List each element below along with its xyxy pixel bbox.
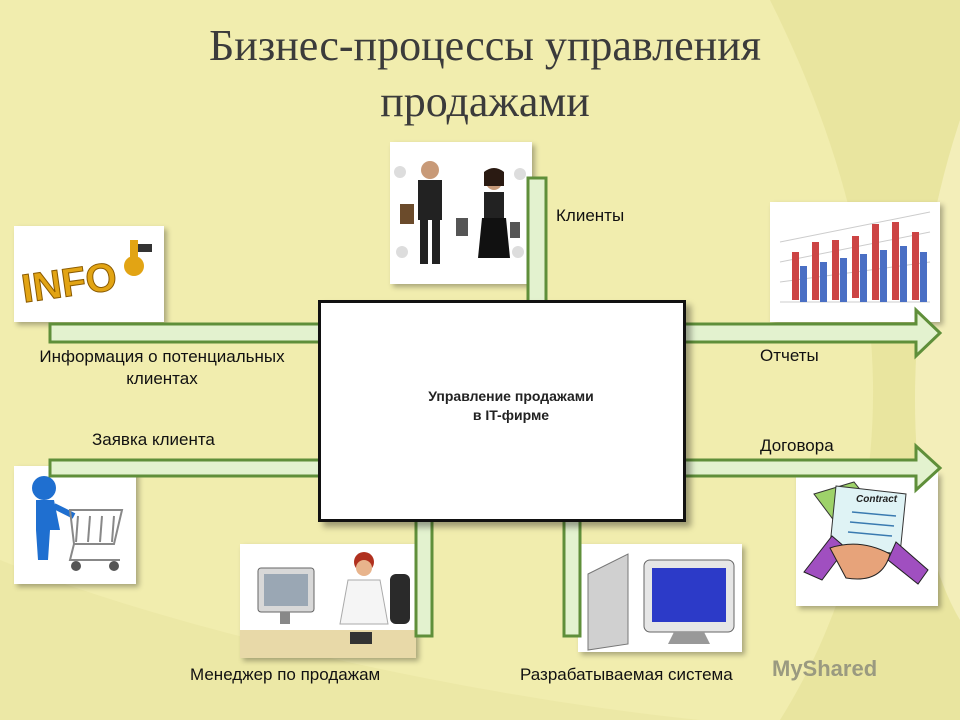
info-logo-icon: INFO bbox=[14, 226, 164, 322]
label-request: Заявка клиента bbox=[92, 430, 215, 449]
info-logo-image: INFO bbox=[14, 226, 164, 322]
central-line-2: в IT-фирме bbox=[472, 407, 550, 423]
manager-at-desk-icon bbox=[240, 544, 416, 658]
central-process-label: Управление продажами в IT-фирме bbox=[391, 387, 631, 425]
arrow-request-in bbox=[48, 442, 365, 494]
title-line-1: Бизнес-процессы управления bbox=[209, 21, 761, 70]
customer-cart-image bbox=[14, 466, 136, 584]
computer-monitor-icon bbox=[578, 544, 742, 652]
label-reports: Отчеты bbox=[760, 346, 819, 365]
business-people-image bbox=[390, 142, 532, 284]
slide-title: Бизнес-процессы управления продажами bbox=[120, 18, 850, 130]
system-computer-image bbox=[578, 544, 742, 652]
sales-manager-image bbox=[240, 544, 416, 658]
label-contracts: Договора bbox=[760, 436, 834, 455]
label-clients: Клиенты bbox=[556, 206, 625, 225]
handshake-icon: Contract bbox=[796, 472, 938, 606]
central-process-box: Управление продажами в IT-фирме bbox=[318, 300, 686, 522]
central-line-1: Управление продажами bbox=[428, 388, 594, 404]
watermark-text: MyShared bbox=[772, 656, 878, 681]
contract-stamp-text: Contract bbox=[856, 494, 898, 505]
shopping-cart-icon bbox=[14, 466, 136, 584]
bar-chart-icon bbox=[770, 202, 940, 322]
label-info: Информация о потенциальных клиентах bbox=[39, 347, 285, 388]
reports-chart-image bbox=[770, 202, 940, 322]
watermark-logo: MyShared bbox=[772, 656, 877, 682]
label-manager: Менеджер по продажам bbox=[190, 665, 381, 684]
business-people-icon bbox=[390, 142, 532, 284]
contract-handshake-image: Contract bbox=[796, 472, 938, 606]
label-system: Разрабатываемая система bbox=[520, 665, 733, 684]
title-line-2: продажами bbox=[380, 77, 590, 126]
